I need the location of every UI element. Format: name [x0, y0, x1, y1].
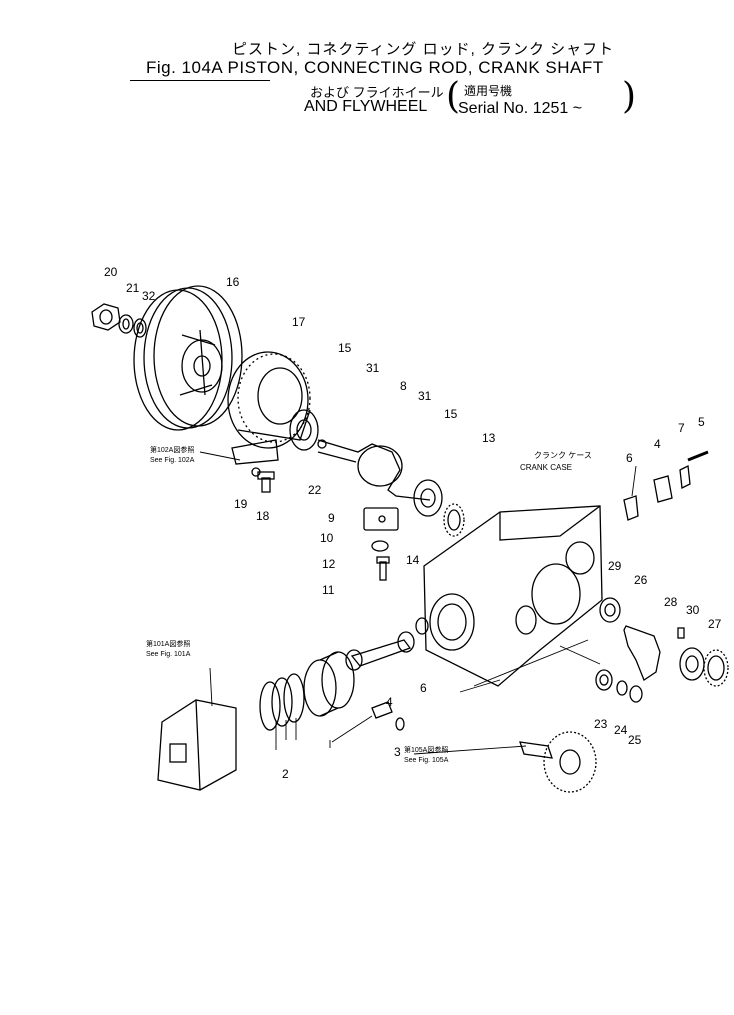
title-underline: [130, 80, 270, 81]
serial-range: Serial No. 1251 ~: [458, 100, 583, 117]
part-number-label: 26: [634, 573, 648, 587]
part-number-label: 28: [664, 595, 678, 609]
part-number-label: 4: [654, 437, 661, 451]
title-japanese-line1: ピストン, コネクティング ロッド, クランク シャフト: [232, 41, 615, 58]
part-number-label: 2: [282, 767, 289, 781]
gear-27-part: [703, 649, 729, 687]
part-labels: 20 21 32 16 17 15 31 8 31 15 13 4 7 5 6 …: [104, 265, 722, 781]
part-number-label: 16: [226, 275, 240, 289]
part-number-label: 31: [418, 389, 432, 403]
leader-lines: [199, 451, 637, 755]
figure-subtitle: AND FLYWHEEL: [304, 98, 428, 115]
ref-102a-en: See Fig. 102A: [150, 457, 195, 464]
open-paren: (: [446, 76, 461, 117]
part-number-label: 19: [234, 497, 248, 511]
cap-bolt-part: [376, 556, 390, 581]
part-number-label: 6: [626, 451, 633, 465]
close-paren: ): [622, 76, 637, 117]
part-number-label: 3: [394, 745, 401, 759]
piston-part: [303, 651, 355, 717]
part-number-label: 25: [628, 733, 642, 747]
part-number-label: 22: [308, 483, 322, 497]
part-number-label: 15: [338, 341, 352, 355]
part-number-label: 27: [708, 617, 722, 631]
part-number-label: 21: [126, 281, 140, 295]
bearing-30-part: [679, 647, 705, 681]
clamp-part: [679, 465, 691, 489]
part-number-label: 17: [292, 315, 306, 329]
part-number-label: 5: [698, 415, 705, 429]
ref-101a-en: See Fig. 101A: [146, 651, 191, 658]
part-number-label: 6: [420, 681, 427, 695]
bracket-part: [231, 439, 279, 465]
reference-labels: 第102A図参照 See Fig. 102A 第101A図参照 See Fig.…: [146, 445, 592, 764]
part-number-label: 9: [328, 511, 335, 525]
idler-shaft-part: [623, 625, 661, 681]
piston-pin-part: [371, 701, 393, 719]
part-number-label: 12: [322, 557, 336, 571]
main-bearing-left-part: [289, 409, 319, 451]
pin-part: [677, 627, 685, 639]
connecting-rod-part: [345, 617, 429, 671]
ref-105a-jp: 第105A図参照: [404, 745, 448, 754]
part-number-label: 7: [678, 421, 685, 435]
applicable-label: 適用号機: [464, 84, 513, 98]
crank-case-jp-label: クランク ケース: [534, 451, 592, 460]
part-number-label: 32: [142, 289, 156, 303]
ref-102a-jp: 第102A図参照: [150, 445, 194, 454]
part-number-label: 14: [406, 553, 420, 567]
cylinder-head-part: [157, 699, 237, 791]
part-number-label: 8: [400, 379, 407, 393]
piston-rings-part: [259, 673, 305, 731]
ref-105a-en: See Fig. 105A: [404, 757, 449, 764]
part-number-label: 30: [686, 603, 700, 617]
lock-washer-part: [118, 314, 134, 334]
part-number-label: 18: [256, 509, 270, 523]
ref-101a-jp: 第101A図参照: [146, 639, 190, 648]
part-number-label: 20: [104, 265, 118, 279]
part-number-label: 24: [614, 723, 628, 737]
bracket-washer-part: [251, 467, 261, 477]
crank-case-part: [423, 505, 603, 687]
part-number-label: 31: [366, 361, 380, 375]
bearing-shell-part: [623, 495, 639, 521]
bearing-23-part: [595, 669, 613, 691]
title-japanese-line2: および フライホイール: [310, 85, 444, 100]
part-number-label: 13: [482, 431, 496, 445]
part-number-label: 23: [594, 717, 608, 731]
cap-washer-part: [371, 540, 389, 552]
camshaft-gear-part: [519, 731, 597, 793]
part-number-label: 15: [444, 407, 458, 421]
crank-case-label: CRANK CASE: [520, 463, 572, 472]
figure-title: Fig. 104A PISTON, CONNECTING ROD, CRANK …: [146, 58, 604, 77]
crank-gear-part: [443, 503, 465, 537]
circlip-part: [395, 717, 405, 731]
part-number-label: 10: [320, 531, 334, 545]
washer-24-part: [616, 680, 628, 696]
pulley-part: [133, 285, 243, 431]
main-cap-part: [653, 475, 673, 503]
cap-bolt-right-part: [687, 450, 709, 462]
bearing-cap-part: [363, 507, 399, 531]
nut-part: [91, 303, 121, 331]
main-bearing-right-part: [413, 479, 443, 517]
snap-ring-25-part: [629, 685, 643, 703]
part-number-label: 4: [386, 695, 393, 709]
crankshaft-part: [317, 439, 431, 501]
part-number-label: 29: [608, 559, 622, 573]
part-number-label: 11: [322, 583, 335, 597]
bracket-bolt-part: [257, 471, 275, 493]
bearing-29-part: [599, 597, 621, 623]
washer-part: [133, 318, 147, 338]
